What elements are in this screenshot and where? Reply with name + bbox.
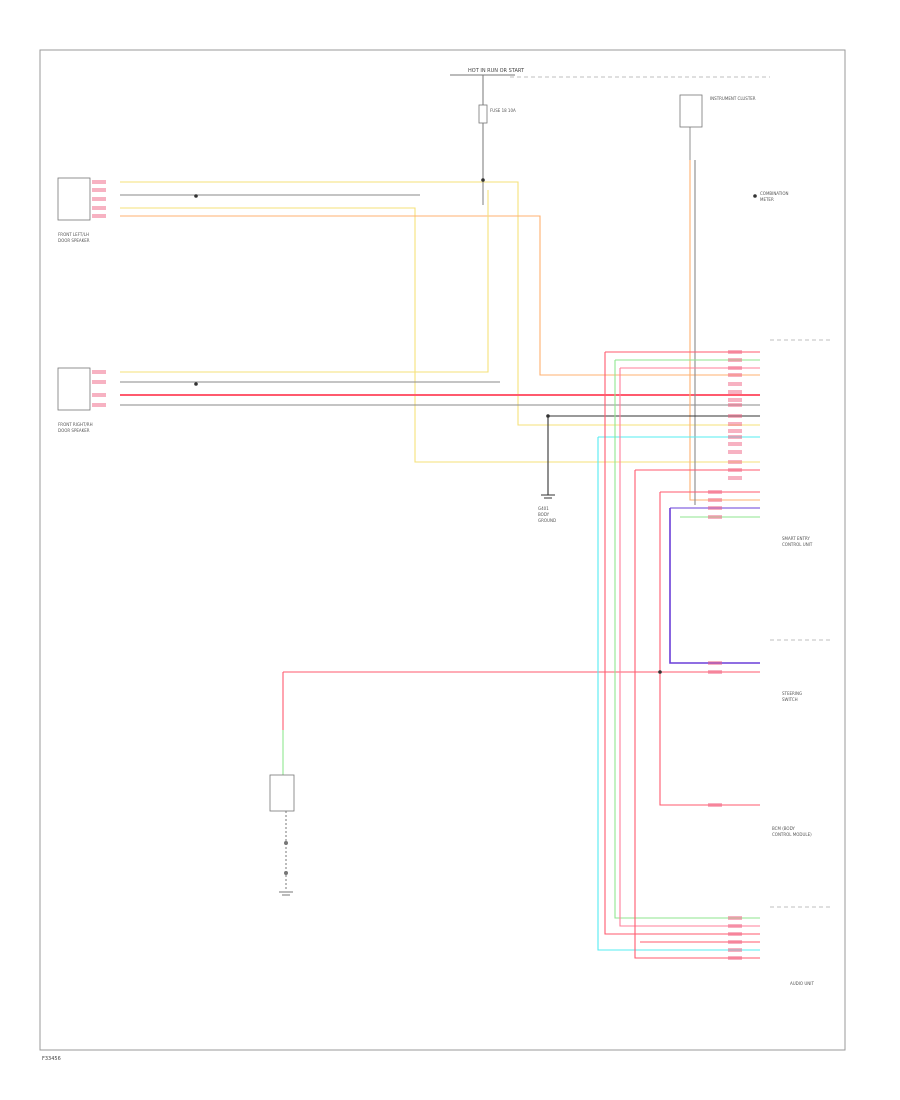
splice-dot-2 <box>194 382 198 386</box>
bcm-label-1: BCM (BODY <box>772 826 795 831</box>
wire-30 <box>634 470 760 959</box>
connector-pin-6-2 <box>728 932 742 936</box>
wire-9 <box>689 160 760 501</box>
wire-29 <box>597 437 760 951</box>
wire-27 <box>619 368 760 927</box>
front-left-speaker-box <box>57 177 91 221</box>
connector-pin-0-4 <box>92 214 106 218</box>
front-right-speaker-box <box>57 367 91 411</box>
connector-pin-2-13 <box>728 450 742 454</box>
steering-switch-label-1: STEERING <box>782 691 802 696</box>
connector-pin-2-6 <box>728 398 742 402</box>
fuse-label: FUSE 18 10A <box>490 108 516 113</box>
connector-pin-1-2 <box>92 393 106 397</box>
wire-22 <box>659 492 760 806</box>
connector-pin-2-3 <box>728 373 742 377</box>
ground-label-2: BODY <box>538 512 550 517</box>
connector-pin-2-9 <box>728 422 742 426</box>
splice-dot-3 <box>658 670 662 674</box>
connector-pin-3-2 <box>708 506 722 510</box>
connector-pin-6-5 <box>728 956 742 960</box>
connector-pin-5-0 <box>708 803 722 807</box>
combination-meter-label-1: COMBINATION <box>760 191 789 196</box>
wire-21 <box>669 508 760 664</box>
body-ground-symbol <box>541 494 555 499</box>
connector-pin-2-0 <box>728 350 742 354</box>
smart-entry-label-2: CONTROL UNIT <box>782 542 813 547</box>
connector-pin-2-4 <box>728 382 742 386</box>
connector-pin-6-0 <box>728 916 742 920</box>
audio-unit-label: AUDIO UNIT <box>790 981 814 986</box>
bcm-label-2: CONTROL MODULE) <box>772 832 812 837</box>
connector-pin-4-1 <box>708 670 722 674</box>
connector-pin-2-5 <box>728 390 742 394</box>
cluster-label: INSTRUMENT CLUSTER <box>710 96 756 101</box>
connector-pin-0-3 <box>92 206 106 210</box>
splice-dot-0 <box>481 178 485 182</box>
connector-pin-6-1 <box>728 924 742 928</box>
fuse-box <box>450 74 515 180</box>
wire-group <box>120 160 760 959</box>
splice-dot-5 <box>546 414 550 418</box>
splice-dot-1 <box>194 194 198 198</box>
connector-pin-1-0 <box>92 370 106 374</box>
combination-meter-box <box>679 94 703 160</box>
connector-pin-2-7 <box>728 403 742 407</box>
connector-pin-2-8 <box>728 414 742 418</box>
front-right-speaker-label-2: DOOR SPEAKER <box>58 428 90 433</box>
footer-code: F33456 <box>42 1056 61 1062</box>
front-left-speaker-label-1: FRONT LEFT/LH <box>58 232 89 237</box>
connector-pin-3-1 <box>708 498 722 502</box>
combination-meter-label-2: METER <box>760 197 774 202</box>
wire-28 <box>604 352 760 935</box>
wire-26 <box>614 360 760 919</box>
connector-pin-4-0 <box>708 661 722 665</box>
ground-label-3: GROUND <box>538 518 556 523</box>
connector-pin-2-15 <box>728 468 742 472</box>
front-right-speaker-label-1: FRONT RIGHT/RH <box>58 422 93 427</box>
connector-pin-2-12 <box>728 442 742 446</box>
diagram-border <box>39 49 846 1051</box>
connector-pin-3-0 <box>708 490 722 494</box>
connector-pin-0-1 <box>92 188 106 192</box>
wire-0 <box>120 181 760 426</box>
front-left-speaker-label-2: DOOR SPEAKER <box>58 238 90 243</box>
wire-4 <box>120 190 489 373</box>
wire-2 <box>120 215 760 376</box>
connector-pin-6-3 <box>728 940 742 944</box>
steering-switch-label-2: SWITCH <box>782 697 798 702</box>
fuse-box-label: HOT IN RUN OR START <box>468 68 525 74</box>
connector-boundaries <box>510 76 830 908</box>
connector-stub-group <box>92 178 757 960</box>
connector-pin-1-3 <box>92 403 106 407</box>
connector-pin-1-1 <box>92 380 106 384</box>
ground-label-1: G401 <box>538 506 549 511</box>
connector-pin-3-3 <box>708 515 722 519</box>
connector-pin-2-14 <box>728 460 742 464</box>
connector-pin-2-10 <box>728 429 742 433</box>
connector-pin-2-11 <box>728 435 742 439</box>
connector-pin-0-0 <box>92 180 106 184</box>
connector-pin-2-2 <box>728 366 742 370</box>
connector-pin-6-4 <box>728 948 742 952</box>
smart-entry-label-1: SMART ENTRY <box>782 536 810 541</box>
steering-switch-box <box>269 774 295 896</box>
connector-pin-0-2 <box>92 197 106 201</box>
wire-1 <box>120 207 760 463</box>
connector-pin-2-16 <box>728 476 742 480</box>
splice-dot-4 <box>753 194 757 198</box>
connector-pin-2-1 <box>728 358 742 362</box>
